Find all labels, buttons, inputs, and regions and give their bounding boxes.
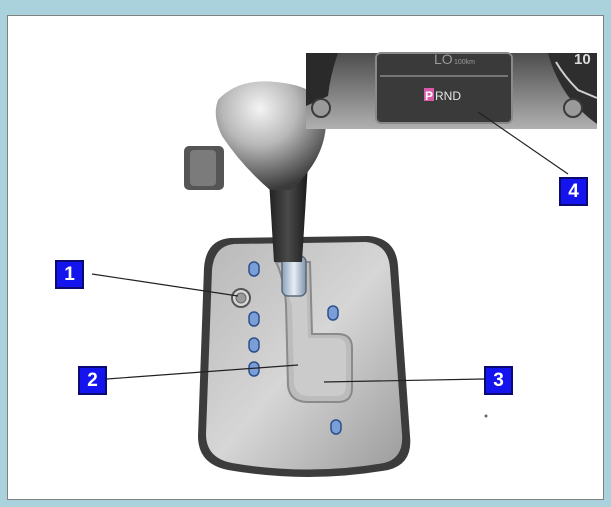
gauge-number: 10	[574, 51, 591, 68]
cluster-knob-right	[564, 99, 582, 117]
gear-shifter-illustration: LO 100km P RND 10	[8, 16, 604, 500]
indicator-light	[249, 262, 259, 276]
odometer-prefix: LO	[434, 51, 453, 67]
illustration-frame: LO 100km P RND 10 1 2 3 4	[7, 15, 604, 500]
gear-range: RND	[435, 89, 461, 103]
indicator-light	[249, 312, 259, 326]
callout-3: 3	[484, 366, 513, 395]
indicator-light	[331, 420, 341, 434]
odometer-unit: 100km	[454, 59, 475, 66]
gear-selected: P	[425, 89, 433, 103]
indicator-light	[249, 338, 259, 352]
indicator-light	[328, 306, 338, 320]
cluster-knob-left	[312, 99, 330, 117]
callout-1: 1	[55, 260, 84, 289]
callout-2: 2	[78, 366, 107, 395]
callout-4: 4	[559, 177, 588, 206]
